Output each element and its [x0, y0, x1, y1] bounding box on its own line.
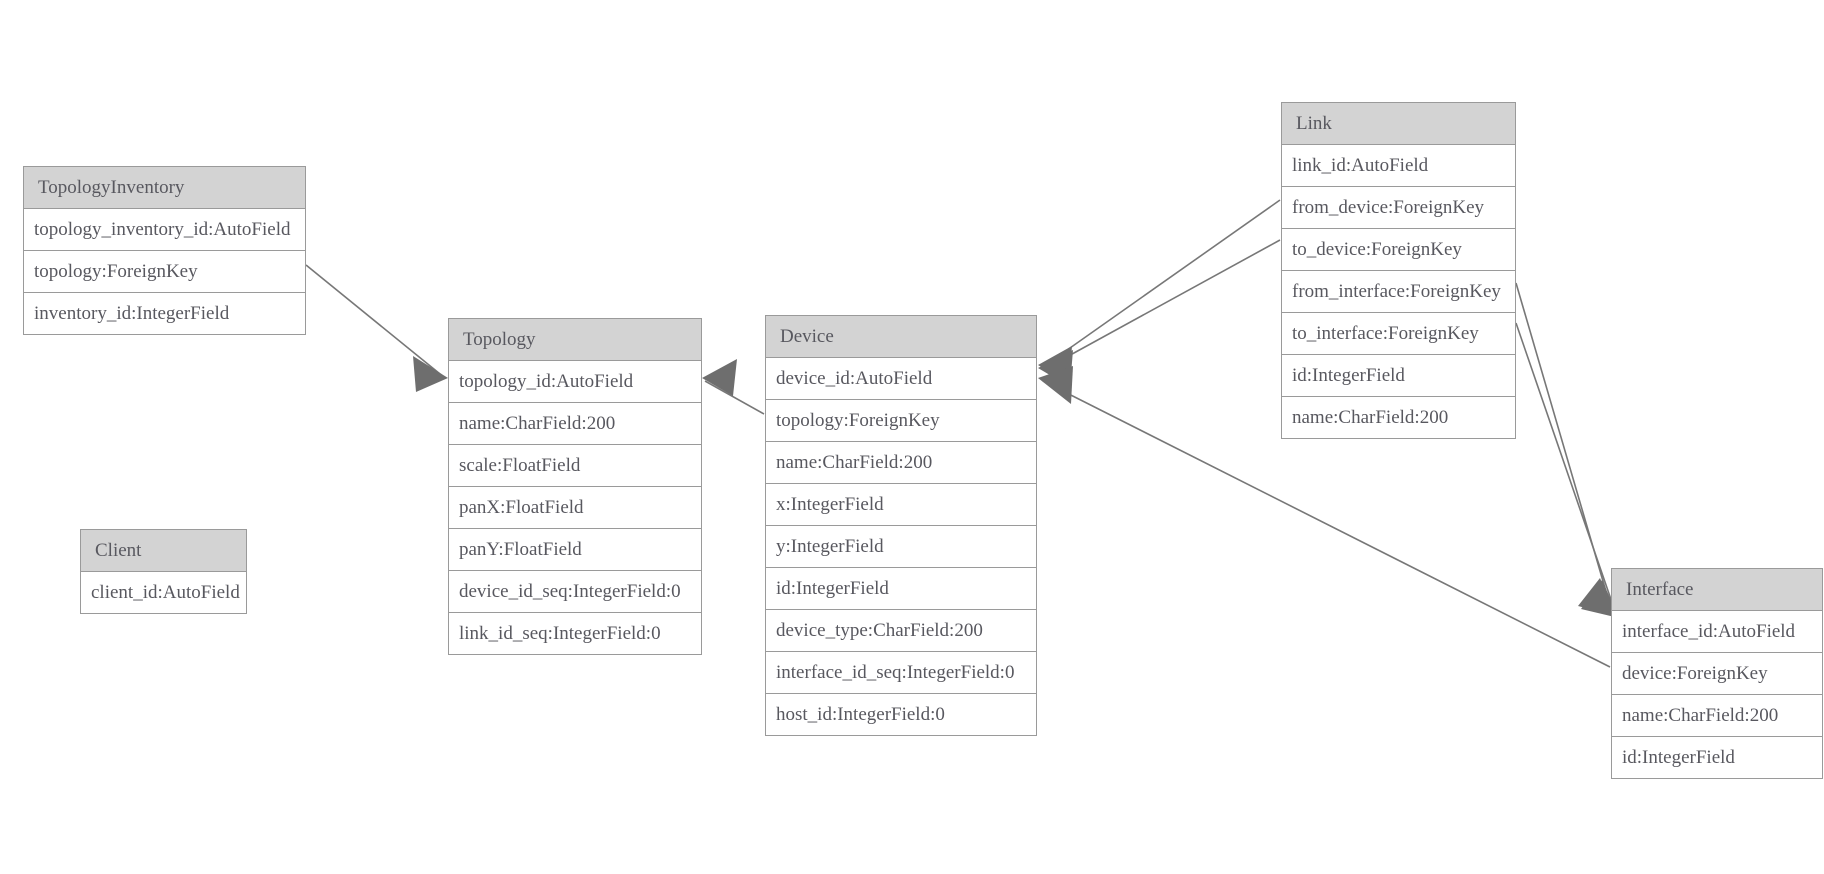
relationship-line: [305, 264, 446, 379]
entity-field-row[interactable]: id:IntegerField: [1282, 355, 1515, 397]
entity-field-row[interactable]: host_id:IntegerField:0: [766, 694, 1036, 735]
entity-field-row[interactable]: device_type:CharField:200: [766, 610, 1036, 652]
entity-field-row[interactable]: from_device:ForeignKey: [1282, 187, 1515, 229]
arrowhead-icon: [1038, 350, 1073, 387]
entity-field-row[interactable]: topology:ForeignKey: [24, 251, 305, 293]
entity-field-row[interactable]: topology_inventory_id:AutoField: [24, 209, 305, 251]
entity-title: Device: [766, 316, 1036, 358]
entity-field-row[interactable]: topology_id:AutoField: [449, 361, 701, 403]
entity-field-row[interactable]: interface_id_seq:IntegerField:0: [766, 652, 1036, 694]
entity-field-row[interactable]: name:CharField:200: [1282, 397, 1515, 438]
entity-field-row[interactable]: x:IntegerField: [766, 484, 1036, 526]
entity-field-row[interactable]: name:CharField:200: [766, 442, 1036, 484]
entity-field-row[interactable]: id:IntegerField: [1612, 737, 1822, 778]
relationship-line: [704, 380, 765, 415]
entity-field-row[interactable]: interface_id:AutoField: [1612, 611, 1822, 653]
entity-field-row[interactable]: device_id_seq:IntegerField:0: [449, 571, 701, 613]
relationship-line: [1042, 239, 1281, 371]
relationship-edge: [1515, 322, 1619, 618]
entity-title: Topology: [449, 319, 701, 361]
entity-field-row[interactable]: panX:FloatField: [449, 487, 701, 529]
relationship-line: [1515, 322, 1617, 615]
entity-field-row[interactable]: scale:FloatField: [449, 445, 701, 487]
entity-field-row[interactable]: device_id:AutoField: [766, 358, 1036, 400]
entity-title: Interface: [1612, 569, 1822, 611]
entity-field-row[interactable]: link_id_seq:IntegerField:0: [449, 613, 701, 654]
entity-field-row[interactable]: name:CharField:200: [1612, 695, 1822, 737]
entity-field-row[interactable]: device:ForeignKey: [1612, 653, 1822, 695]
entity-title: Link: [1282, 103, 1515, 145]
entity-field-row[interactable]: to_device:ForeignKey: [1282, 229, 1515, 271]
entity-field-row[interactable]: inventory_id:IntegerField: [24, 293, 305, 334]
entity-title: Client: [81, 530, 246, 572]
entity-field-row[interactable]: from_interface:ForeignKey: [1282, 271, 1515, 313]
entity-field-row[interactable]: client_id:AutoField: [81, 572, 246, 613]
relationship-line: [1042, 199, 1281, 368]
entity-field-row[interactable]: y:IntegerField: [766, 526, 1036, 568]
entity-field-row[interactable]: panY:FloatField: [449, 529, 701, 571]
relationship-edge: [305, 264, 448, 392]
entity-field-row[interactable]: topology:ForeignKey: [766, 400, 1036, 442]
relationship-edge: [1038, 199, 1281, 384]
relationship-edge: [1515, 282, 1616, 616]
arrowhead-icon: [1038, 346, 1072, 384]
entity-field-row[interactable]: link_id:AutoField: [1282, 145, 1515, 187]
arrowhead-icon: [413, 356, 448, 392]
entity-field-row[interactable]: name:CharField:200: [449, 403, 701, 445]
entity-field-row[interactable]: to_interface:ForeignKey: [1282, 313, 1515, 355]
arrowhead-icon: [702, 359, 737, 396]
entity-title: TopologyInventory: [24, 167, 305, 209]
arrowhead-icon: [1038, 366, 1073, 404]
relationship-line: [1515, 282, 1613, 613]
relationship-edge: [1038, 239, 1281, 387]
relationship-edge: [702, 359, 765, 415]
entity-field-row[interactable]: id:IntegerField: [766, 568, 1036, 610]
